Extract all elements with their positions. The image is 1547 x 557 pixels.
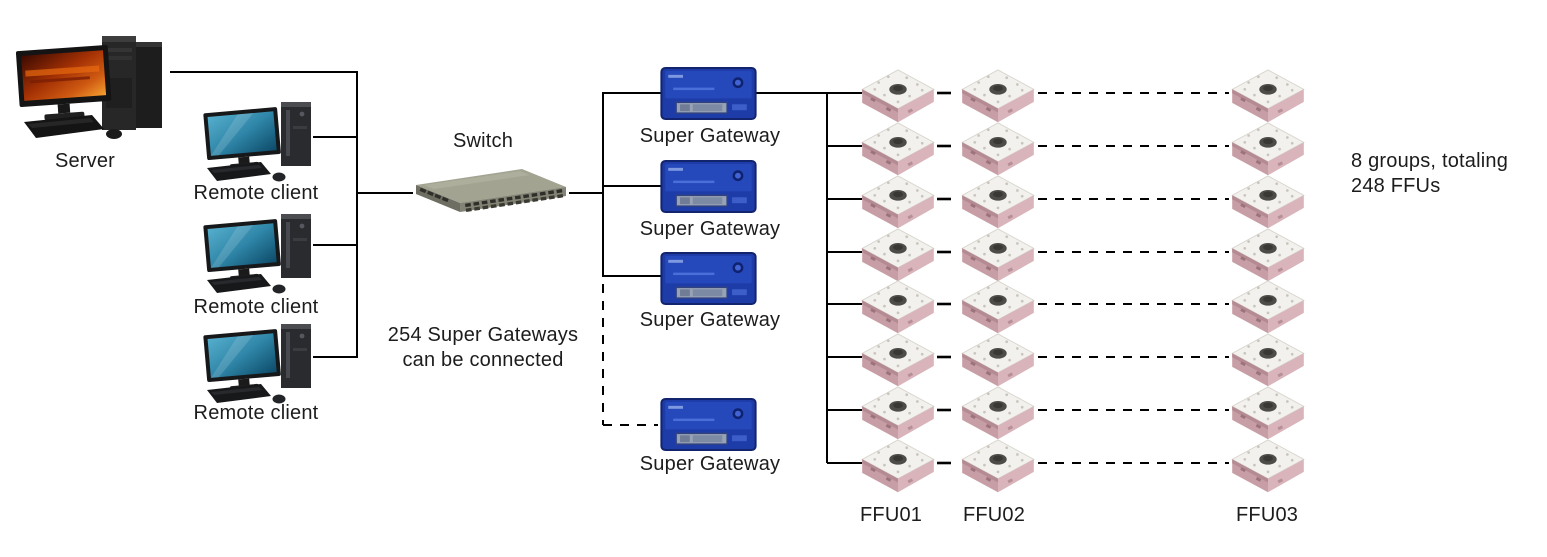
gateway-graphic xyxy=(660,398,757,451)
ffu-graphic xyxy=(861,122,935,176)
super-gateway-icon xyxy=(660,160,757,213)
ffu-icon xyxy=(1231,228,1305,288)
ffu-graphic xyxy=(1231,122,1305,176)
ffu-graphic xyxy=(961,175,1035,229)
ffu-icon xyxy=(861,439,935,499)
super-gateway-icon xyxy=(660,252,757,305)
switch-icon xyxy=(410,164,572,218)
ffu-icon xyxy=(1231,439,1305,499)
remote-client-label: Remote client xyxy=(193,402,319,424)
remote-client-icon xyxy=(203,322,321,406)
ffu-icon xyxy=(1231,69,1305,129)
server-graphic xyxy=(15,36,162,139)
gateway-graphic xyxy=(660,160,757,213)
ffu-graphic xyxy=(861,69,935,123)
ffu-graphic xyxy=(1231,228,1305,282)
client-monitor xyxy=(203,107,281,170)
super-gateway-label: Super Gateway xyxy=(639,218,781,240)
ffu-icon xyxy=(1231,122,1305,182)
ffu-graphic xyxy=(961,69,1035,123)
client-tower xyxy=(281,324,311,388)
ffu-graphic xyxy=(861,280,935,334)
ffu-graphic xyxy=(961,228,1035,282)
client-graphic xyxy=(203,324,311,404)
ffu-icon xyxy=(961,175,1035,235)
ffu-icon xyxy=(961,122,1035,182)
ffu-graphic xyxy=(1231,386,1305,440)
remote-client-label: Remote client xyxy=(193,182,319,204)
ffu-icon xyxy=(1231,333,1305,393)
ffu-graphic xyxy=(1231,280,1305,334)
ffu-graphic xyxy=(961,280,1035,334)
ffu-graphic xyxy=(1231,175,1305,229)
ffu-column-label: FFU01 xyxy=(860,504,923,526)
ffu-icon xyxy=(961,386,1035,446)
ffu-icon xyxy=(961,228,1035,288)
gateway-graphic xyxy=(660,252,757,305)
ffu-total-note: 8 groups, totaling 248 FFUs xyxy=(1351,149,1541,199)
client-monitor xyxy=(203,329,281,392)
ffu-icon xyxy=(861,386,935,446)
remote-client-icon xyxy=(203,212,321,296)
remote-client-icon xyxy=(203,100,321,184)
switch-graphic xyxy=(416,169,566,213)
client-monitor xyxy=(203,219,281,282)
super-gateway-icon xyxy=(660,398,757,451)
super-gateway-label: Super Gateway xyxy=(639,125,781,147)
ffu-graphic xyxy=(1231,333,1305,387)
ffu-icon xyxy=(861,228,935,288)
super-gateway-label: Super Gateway xyxy=(639,309,781,331)
ffu-graphic xyxy=(861,228,935,282)
super-gateway-label: Super Gateway xyxy=(639,453,781,475)
ffu-column-label: FFU03 xyxy=(1236,504,1299,526)
client-tower xyxy=(281,214,311,278)
gateway-count-note-line2: can be connected xyxy=(402,349,564,371)
ffu-icon xyxy=(861,280,935,340)
gateway-count-note-line1: 254 Super Gateways xyxy=(387,324,579,346)
ffu-graphic xyxy=(861,386,935,440)
ffu-icon xyxy=(861,333,935,393)
ffu-icon xyxy=(861,122,935,182)
ffu-icon xyxy=(1231,386,1305,446)
ffu-icon xyxy=(1231,280,1305,340)
ffu-column-label: FFU02 xyxy=(962,504,1026,526)
remote-client-label: Remote client xyxy=(193,296,319,318)
ffu-graphic xyxy=(961,333,1035,387)
ffu-icon xyxy=(861,175,935,235)
ffu-total-note-line2: 248 FFUs xyxy=(1351,175,1441,197)
ffu-graphic xyxy=(861,439,935,493)
gateway-graphic xyxy=(660,67,757,120)
ffu-graphic xyxy=(861,175,935,229)
ffu-icon xyxy=(961,333,1035,393)
server-icon xyxy=(14,26,174,148)
server-monitor xyxy=(15,45,112,121)
ffu-graphic xyxy=(1231,69,1305,123)
client-graphic xyxy=(203,214,311,294)
ffu-icon xyxy=(961,280,1035,340)
ffu-total-note-line1: 8 groups, totaling xyxy=(1351,150,1509,172)
ffu-icon xyxy=(861,69,935,129)
client-tower xyxy=(281,102,311,166)
switch-label: Switch xyxy=(452,130,514,152)
ffu-graphic xyxy=(961,386,1035,440)
ffu-icon xyxy=(1231,175,1305,235)
ffu-graphic xyxy=(961,122,1035,176)
ffu-icon xyxy=(961,69,1035,129)
ffu-icon xyxy=(961,439,1035,499)
ffu-graphic xyxy=(961,439,1035,493)
server-label: Server xyxy=(54,150,116,172)
ffu-graphic xyxy=(1231,439,1305,493)
super-gateway-icon xyxy=(660,67,757,120)
ffu-graphic xyxy=(861,333,935,387)
client-graphic xyxy=(203,102,311,182)
gateway-count-note: 254 Super Gateways can be connected xyxy=(373,323,593,373)
